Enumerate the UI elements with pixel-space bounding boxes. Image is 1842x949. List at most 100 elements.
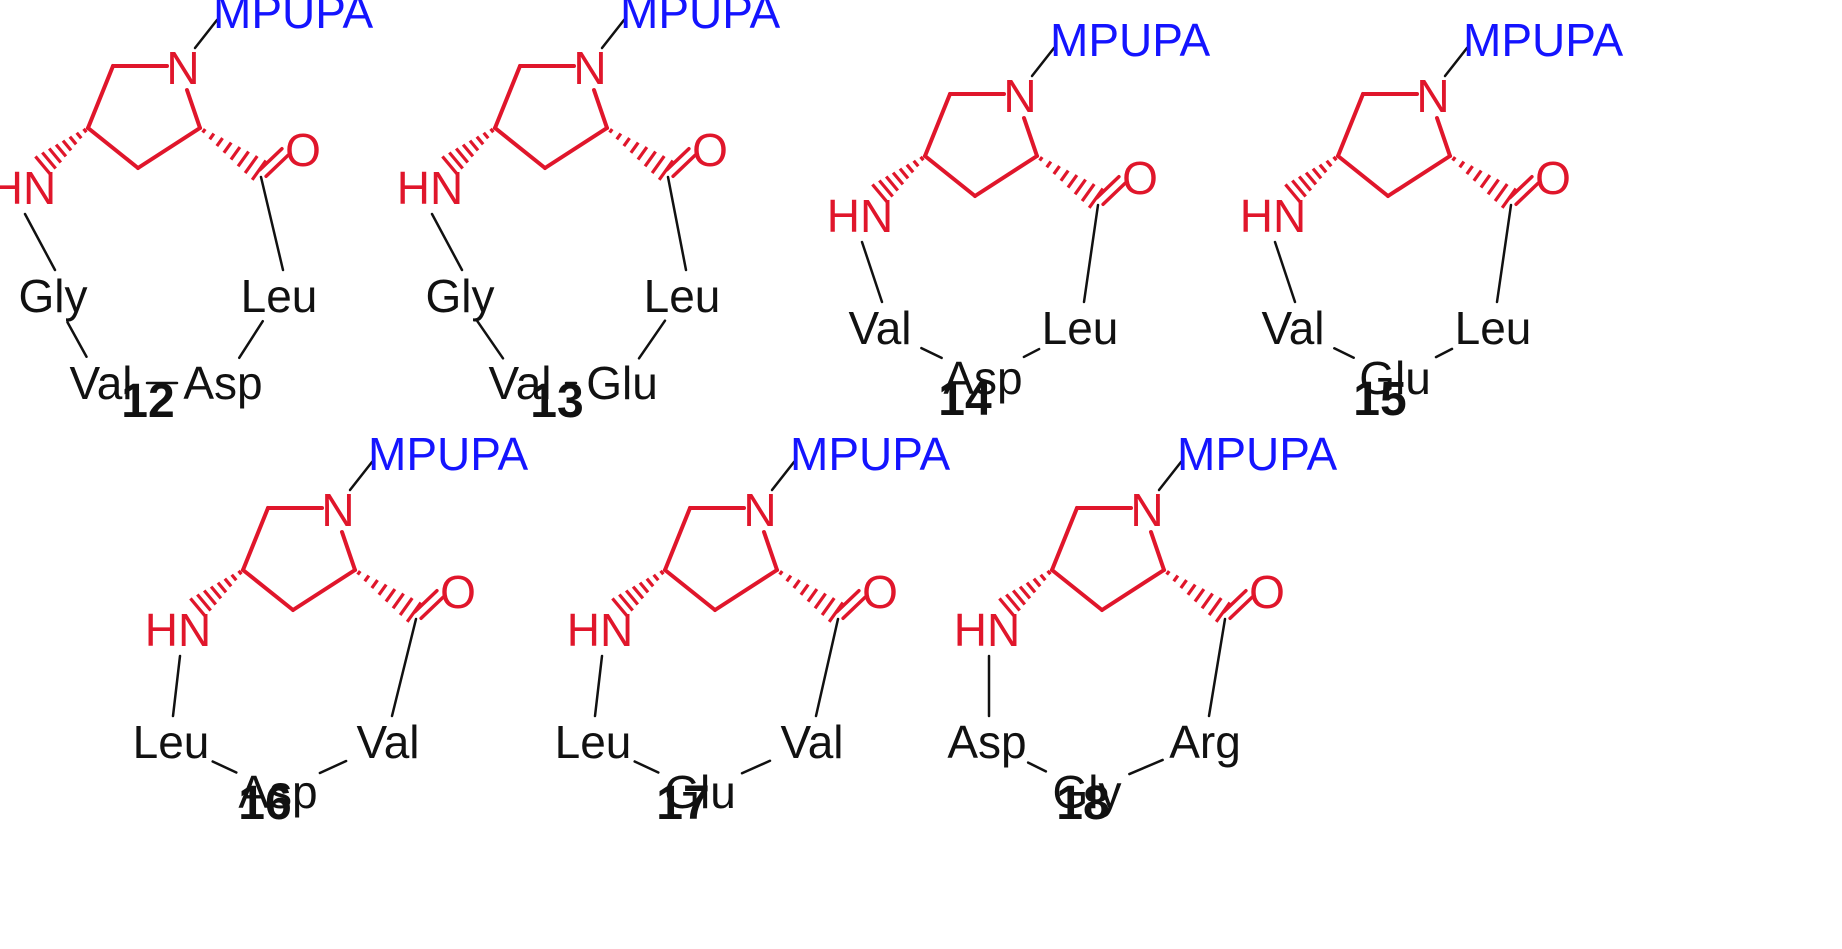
hash-stroke — [1332, 155, 1338, 162]
residue-label-leu: Leu — [241, 270, 318, 322]
amine-label: HN — [1240, 190, 1306, 242]
substituent-label: MPUPA — [213, 0, 373, 38]
ring-nitrogen-label: N — [1416, 70, 1449, 122]
hash-stroke — [611, 597, 629, 618]
peptide-bond — [237, 319, 265, 360]
hash-stroke — [792, 579, 801, 590]
hash-stroke — [871, 183, 889, 204]
hash-stroke — [608, 128, 614, 134]
hash-stroke — [1045, 160, 1053, 169]
hash-stroke — [622, 137, 631, 148]
carbonyl-bond — [1228, 595, 1254, 621]
carbonyl-bond — [1514, 181, 1540, 207]
hash-stroke — [785, 574, 793, 583]
residue-label-glu: Glu — [664, 766, 736, 818]
hash-stroke — [202, 589, 218, 606]
peptide-bond — [430, 212, 464, 272]
peptide-bond — [637, 319, 667, 360]
carbonyl-oxygen-label: O — [440, 566, 476, 618]
ring-bond — [923, 92, 952, 158]
peptide-bond — [1082, 203, 1100, 304]
hash-stroke — [398, 597, 414, 616]
amine-label: HN — [145, 604, 211, 656]
residue-label-leu: Leu — [644, 270, 721, 322]
substituent-label: MPUPA — [790, 428, 950, 480]
compound-number: 18 — [1056, 777, 1109, 830]
hash-stroke — [1325, 159, 1333, 168]
hash-stroke — [236, 150, 250, 168]
peptide-bond — [23, 212, 57, 272]
hashed-bond-carbonyl — [1038, 156, 1105, 209]
peptide-bond — [1495, 203, 1513, 304]
hash-stroke — [1025, 581, 1037, 594]
amine-label: HN — [0, 162, 56, 214]
substituent-bond — [348, 460, 374, 492]
peptide-bond — [1434, 347, 1454, 359]
substituent-bond — [1157, 460, 1183, 492]
carbonyl-bond — [413, 588, 439, 614]
ring-bond — [185, 88, 202, 130]
hashed-bond-amine — [871, 155, 925, 204]
hash-stroke — [461, 143, 475, 158]
peptide-bond — [318, 759, 348, 775]
residue-label-val: Val — [1261, 302, 1324, 354]
hash-stroke — [454, 147, 470, 164]
residue-label-val: Val — [780, 716, 843, 768]
hash-stroke — [1493, 183, 1509, 202]
ring-bond — [493, 126, 547, 170]
hash-stroke — [799, 583, 810, 596]
hash-stroke — [189, 597, 207, 618]
carbonyl-bond — [258, 146, 284, 172]
hash-stroke — [1038, 156, 1044, 162]
ring-nitrogen-label: N — [321, 484, 354, 536]
hash-stroke — [813, 592, 827, 610]
hashed-bond-carbonyl — [608, 128, 675, 181]
substituent-bond — [600, 18, 626, 50]
hash-stroke — [222, 141, 233, 154]
peptide-bond — [66, 321, 88, 358]
carbonyl-bond — [1101, 181, 1127, 207]
hashed-bond-carbonyl — [778, 570, 845, 623]
hash-stroke — [891, 171, 905, 186]
hash-stroke — [629, 141, 640, 154]
hash-stroke — [209, 585, 223, 600]
residue-label-val: Val — [356, 716, 419, 768]
carbonyl-oxygen-label: O — [862, 566, 898, 618]
residue-label-val: Val — [69, 357, 132, 409]
ring-bond — [493, 64, 522, 130]
hash-stroke — [1479, 174, 1492, 189]
hash-stroke — [1291, 179, 1307, 198]
hashed-bond-amine — [189, 569, 243, 618]
amine-label: HN — [954, 604, 1020, 656]
hash-stroke — [68, 135, 78, 146]
hash-stroke — [638, 581, 650, 594]
carbonyl-bond — [671, 153, 697, 179]
substituent-label: MPUPA — [1177, 428, 1337, 480]
residue-label-leu: Leu — [133, 716, 210, 768]
ring-bond — [762, 530, 779, 572]
hash-stroke — [82, 127, 88, 134]
hash-stroke — [652, 573, 660, 582]
peptide-bond — [390, 617, 418, 718]
hash-stroke — [912, 159, 920, 168]
hash-stroke — [905, 163, 915, 174]
hash-stroke — [1059, 169, 1070, 182]
peptide-bond — [259, 175, 285, 272]
residue-label-gly: Gly — [19, 270, 88, 322]
hash-stroke — [1018, 585, 1032, 600]
hash-stroke — [998, 597, 1016, 618]
peptide-bond — [1128, 758, 1164, 776]
ring-bond — [1336, 154, 1390, 198]
ring-bond — [1050, 506, 1079, 572]
ring-bond — [136, 126, 202, 170]
hash-stroke — [878, 179, 894, 198]
hashed-bond-amine — [34, 127, 88, 176]
hash-stroke — [475, 135, 485, 146]
carbonyl-oxygen-label: O — [692, 124, 728, 176]
peptide-bond — [1273, 240, 1297, 304]
ring-bond — [1149, 530, 1166, 572]
compound-number: 17 — [656, 777, 709, 830]
carbonyl-oxygen-label: O — [1535, 152, 1571, 204]
